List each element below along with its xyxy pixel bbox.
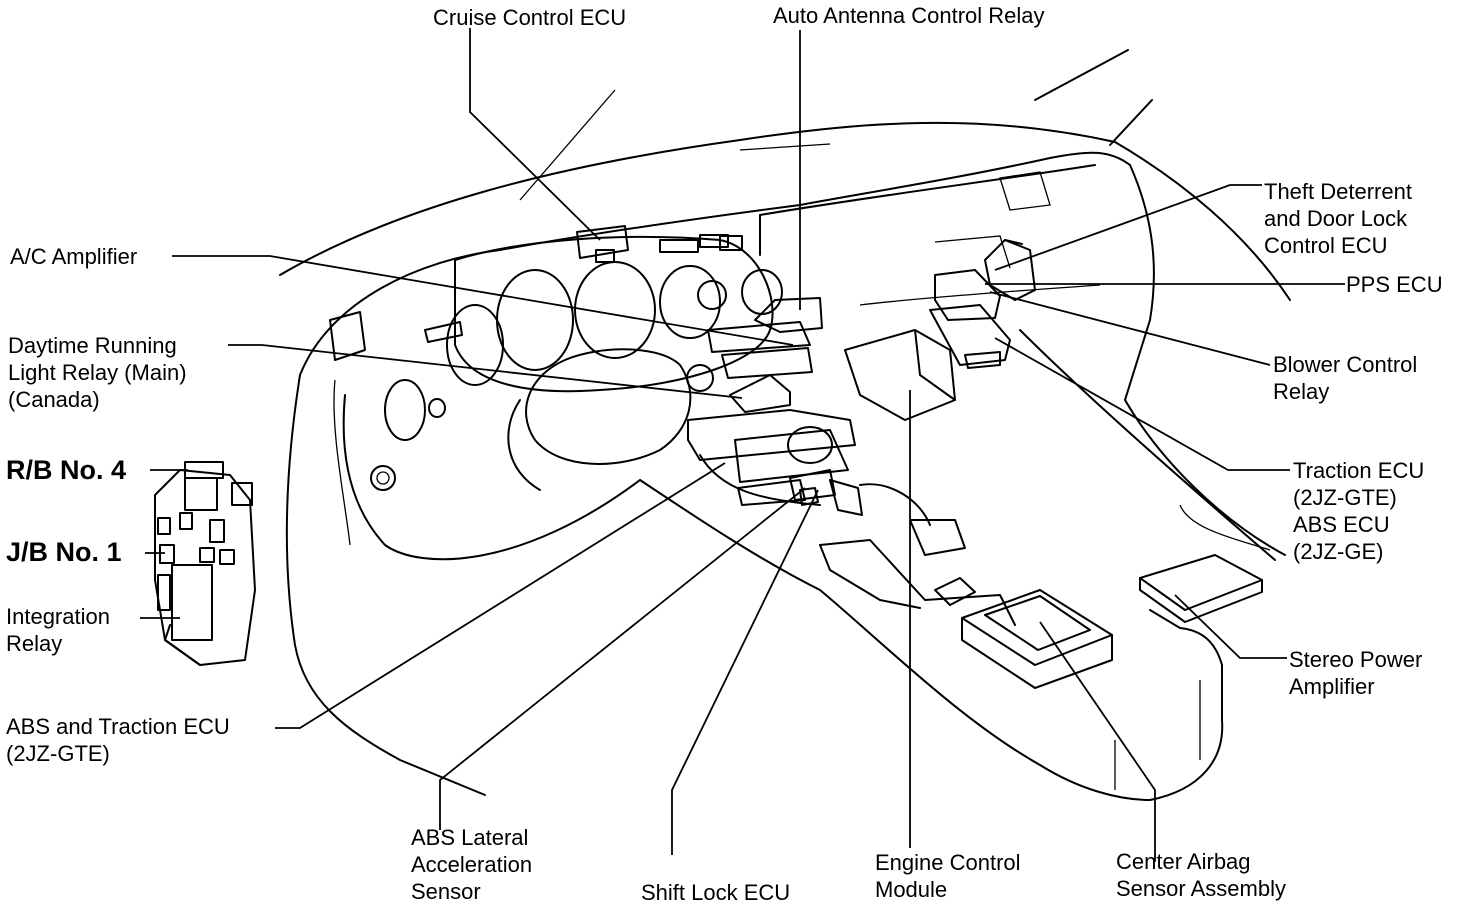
engine-control-module-box	[844, 329, 956, 421]
traction-ecu-label: Traction ECU (2JZ-GTE) ABS ECU (2JZ-GE)	[1293, 458, 1425, 564]
stereo-power-amplifier-label: Stereo Power Amplifier	[1289, 647, 1423, 699]
stereo-power-amplifier-box	[1139, 554, 1263, 623]
steering-column	[507, 348, 714, 491]
windshield-outline	[279, 49, 1291, 301]
abs-lateral-label: ABS Lateral Acceleration Sensor	[411, 825, 533, 904]
engine-control-module-label: Engine Control Module	[875, 850, 1021, 902]
jb-no1-label: J/B No. 1	[6, 537, 122, 567]
ac-amplifier-label: A/C Amplifier	[10, 244, 138, 269]
pps-ecu-box	[929, 269, 1011, 369]
theft-deterrent-label: Theft Deterrent and Door Lock Control EC…	[1264, 179, 1412, 258]
rb-no4-label: R/B No. 4	[6, 455, 127, 485]
integration-relay-label: Integration Relay	[6, 604, 110, 656]
pps-ecu-label: PPS ECU	[1346, 272, 1443, 297]
theft-deterrent-box	[984, 239, 1036, 301]
center-console	[639, 454, 1224, 801]
panel-seam-2	[1179, 504, 1271, 551]
cruise-control-ecu-box	[576, 225, 629, 263]
cruise-control-ecu-label: Cruise Control ECU	[433, 5, 627, 30]
center-stack	[687, 297, 863, 516]
relay-block-assembly	[154, 461, 256, 666]
center-airbag-label: Center Airbag Sensor Assembly	[1116, 849, 1286, 901]
dashboard-body	[285, 151, 1286, 796]
daytime-running-label: Daytime Running Light Relay (Main) (Cana…	[8, 333, 187, 412]
panel-seam	[333, 379, 351, 546]
leader-lines	[140, 28, 1345, 862]
blower-control-relay-label: Blower Control Relay	[1273, 352, 1418, 404]
instrument-cluster	[329, 234, 783, 491]
auto-antenna-relay-label: Auto Antenna Control Relay	[773, 3, 1045, 28]
center-airbag-sensor-box	[961, 589, 1113, 689]
abs-traction-ecu-label: ABS and Traction ECU (2JZ-GTE)	[6, 714, 230, 766]
shift-lock-ecu-label: Shift Lock ECU	[641, 880, 791, 905]
